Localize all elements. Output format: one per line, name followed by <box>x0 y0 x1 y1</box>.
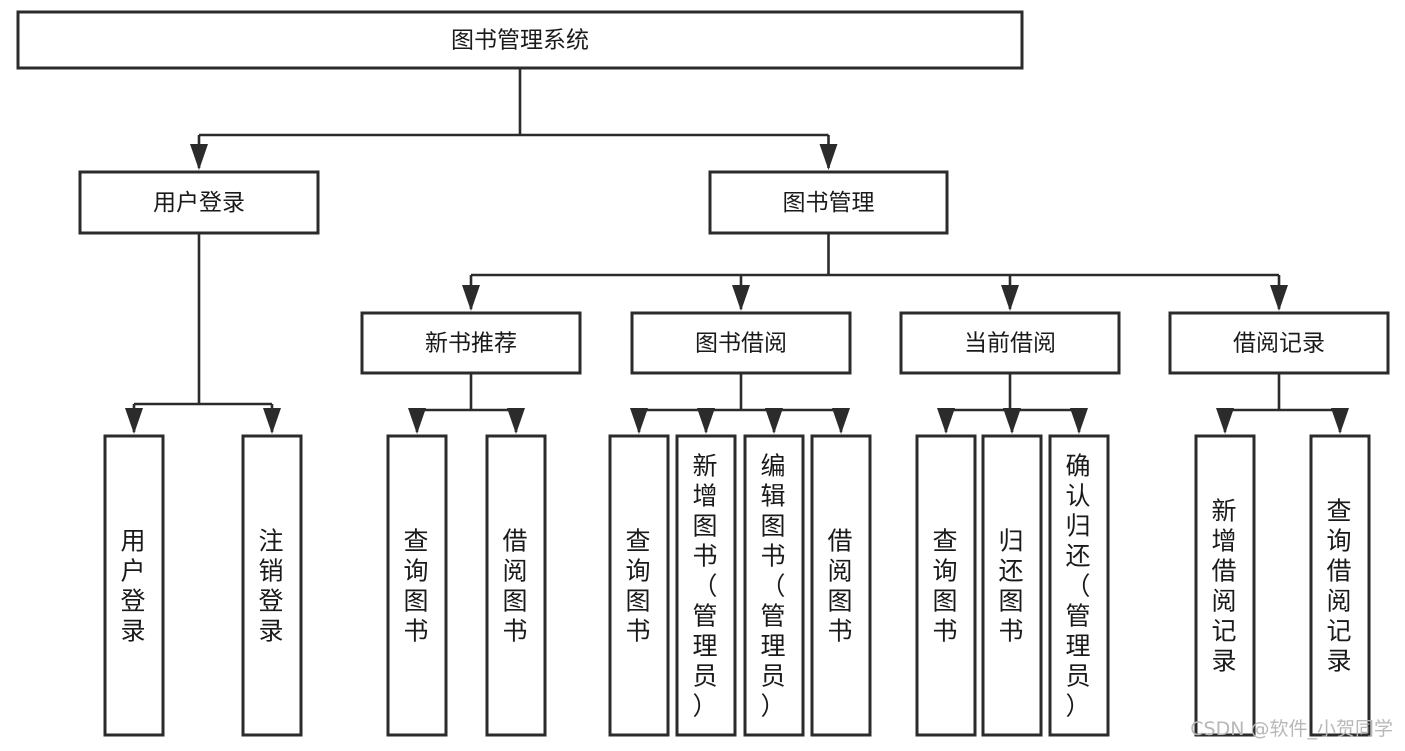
node-l3-借阅记录[interactable]: 借阅记录 <box>1168 311 1390 375</box>
node-leaf-10-确认归还管理员[interactable]: 确认归还（管理员） <box>1048 434 1110 737</box>
node-leaf-7-借阅图书-rect[interactable] <box>810 434 872 737</box>
node-leaf-3-借阅图书[interactable]: 借阅图书 <box>485 434 547 737</box>
node-leaf-6-编辑图书管理员[interactable]: 编辑图书（管理员） <box>743 434 805 737</box>
arrow-head-icon <box>765 408 783 434</box>
node-l3-新书推荐-rect[interactable] <box>360 311 582 375</box>
node-l3-图书借阅[interactable]: 图书借阅 <box>630 311 852 375</box>
arrow-head-icon <box>263 408 281 434</box>
node-leaf-4-查询图书-label: 查询图书 <box>625 527 652 646</box>
arrow-head-icon <box>1070 408 1088 434</box>
node-leaf-3-借阅图书-label: 借阅图书 <box>502 527 529 646</box>
node-leaf-4-查询图书[interactable]: 查询图书 <box>608 434 670 737</box>
node-leaf-12-查询借阅记录-rect[interactable] <box>1309 434 1371 737</box>
node-leaf-1-注销登录-rect[interactable] <box>241 434 303 737</box>
arrow-head-icon <box>1270 285 1288 311</box>
node-leaf-2-查询图书-label: 查询图书 <box>403 527 430 646</box>
node-leaf-11-新增借阅记录[interactable]: 新增借阅记录 <box>1194 434 1256 737</box>
node-leaf-12-查询借阅记录-label: 查询借阅记录 <box>1326 497 1353 676</box>
node-l2-用户登录[interactable]: 用户登录 <box>78 170 320 235</box>
node-leaf-12-查询借阅记录[interactable]: 查询借阅记录 <box>1309 434 1371 737</box>
arrow-head-icon <box>408 408 426 434</box>
node-leaf-0-用户登录-label: 用户登录 <box>120 527 147 646</box>
arrow-head-icon <box>125 408 143 434</box>
arrow-head-icon <box>832 408 850 434</box>
node-leaf-1-注销登录-label: 注销登录 <box>258 527 285 646</box>
arrow-head-icon <box>1331 408 1349 434</box>
node-l3-新书推荐-label: 新书推荐 <box>425 331 517 357</box>
node-leaf-2-查询图书[interactable]: 查询图书 <box>386 434 448 737</box>
node-leaf-11-新增借阅记录-rect[interactable] <box>1194 434 1256 737</box>
node-l3-借阅记录-rect[interactable] <box>1168 311 1390 375</box>
node-leaf-5-新增图书管理员-label: 新增图书（管理员） <box>692 452 719 721</box>
node-leaf-3-借阅图书-rect[interactable] <box>485 434 547 737</box>
node-leaf-9-归还图书-rect[interactable] <box>981 434 1043 737</box>
arrow-head-icon <box>462 285 480 311</box>
node-leaf-4-查询图书-rect[interactable] <box>608 434 670 737</box>
arrow-head-icon <box>937 408 955 434</box>
node-leaf-10-确认归还管理员-rect[interactable] <box>1048 434 1110 737</box>
node-l2-图书管理-rect[interactable] <box>708 170 949 235</box>
node-l2-图书管理[interactable]: 图书管理 <box>708 170 949 235</box>
arrow-head-icon <box>190 144 208 170</box>
node-l3-当前借阅-rect[interactable] <box>899 311 1121 375</box>
connector-layer <box>125 68 1349 434</box>
node-l2-图书管理-label: 图书管理 <box>783 190 875 216</box>
node-leaf-7-借阅图书[interactable]: 借阅图书 <box>810 434 872 737</box>
arrow-head-icon <box>732 285 750 311</box>
arrow-head-icon <box>1003 408 1021 434</box>
arrow-head-icon <box>1216 408 1234 434</box>
node-l2-用户登录-label: 用户登录 <box>153 190 245 216</box>
node-leaf-1-注销登录[interactable]: 注销登录 <box>241 434 303 737</box>
arrow-head-icon <box>697 408 715 434</box>
node-leaf-5-新增图书管理员[interactable]: 新增图书（管理员） <box>675 434 737 737</box>
node-l3-当前借阅[interactable]: 当前借阅 <box>899 311 1121 375</box>
node-root-图书管理系统-label: 图书管理系统 <box>451 28 589 54</box>
node-leaf-8-查询图书-rect[interactable] <box>915 434 977 737</box>
node-l2-用户登录-rect[interactable] <box>78 170 320 235</box>
node-leaf-8-查询图书-label: 查询图书 <box>932 527 959 646</box>
arrow-head-icon <box>1001 285 1019 311</box>
node-leaf-0-用户登录[interactable]: 用户登录 <box>103 434 165 737</box>
node-l3-新书推荐[interactable]: 新书推荐 <box>360 311 582 375</box>
node-leaf-6-编辑图书管理员-label: 编辑图书（管理员） <box>760 452 787 721</box>
arrow-head-icon <box>507 408 525 434</box>
node-leaf-6-编辑图书管理员-rect[interactable] <box>743 434 805 737</box>
node-l3-图书借阅-label: 图书借阅 <box>695 331 787 357</box>
node-root-图书管理系统[interactable]: 图书管理系统 <box>16 10 1024 70</box>
arrow-head-icon <box>630 408 648 434</box>
node-l3-图书借阅-rect[interactable] <box>630 311 852 375</box>
node-leaf-10-确认归还管理员-label: 确认归还（管理员） <box>1065 452 1092 721</box>
node-l3-借阅记录-label: 借阅记录 <box>1233 331 1325 357</box>
node-l3-当前借阅-label: 当前借阅 <box>964 331 1056 357</box>
node-leaf-11-新增借阅记录-label: 新增借阅记录 <box>1211 497 1238 676</box>
node-leaf-2-查询图书-rect[interactable] <box>386 434 448 737</box>
node-leaf-5-新增图书管理员-rect[interactable] <box>675 434 737 737</box>
arrow-head-icon <box>819 144 838 170</box>
node-layer: 图书管理系统用户登录图书管理新书推荐图书借阅当前借阅借阅记录用户登录注销登录查询… <box>16 10 1390 737</box>
node-leaf-7-借阅图书-label: 借阅图书 <box>827 527 854 646</box>
node-leaf-9-归还图书-label: 归还图书 <box>998 527 1025 646</box>
node-leaf-8-查询图书[interactable]: 查询图书 <box>915 434 977 737</box>
node-leaf-0-用户登录-rect[interactable] <box>103 434 165 737</box>
node-root-图书管理系统-rect[interactable] <box>16 10 1024 70</box>
node-leaf-9-归还图书[interactable]: 归还图书 <box>981 434 1043 737</box>
